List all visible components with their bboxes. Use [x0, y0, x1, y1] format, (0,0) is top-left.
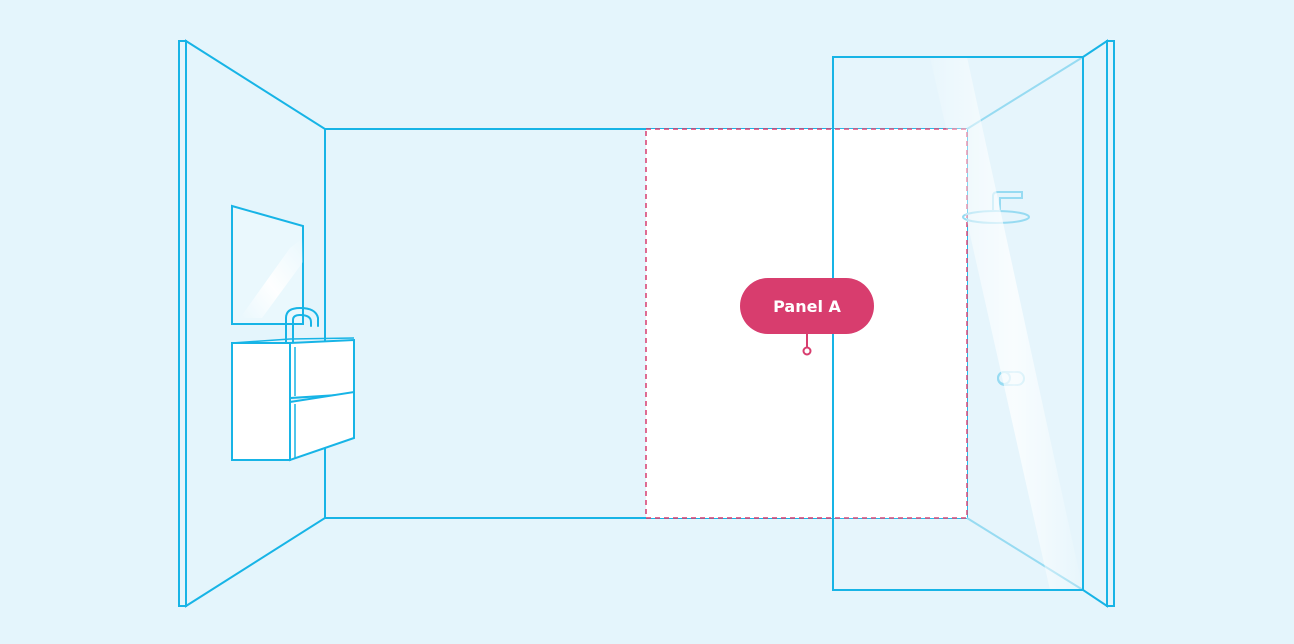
glass-shower-screen-icon — [832, 56, 1084, 591]
left-wall — [178, 39, 326, 608]
faucet-icon — [285, 306, 319, 343]
mirror-icon — [231, 204, 304, 325]
panel-a-label[interactable]: Panel A — [740, 278, 874, 356]
panel-a-label-text: Panel A — [773, 297, 841, 316]
panel-a-badge[interactable] — [740, 278, 874, 334]
vanity-cabinet-icon — [231, 337, 355, 462]
